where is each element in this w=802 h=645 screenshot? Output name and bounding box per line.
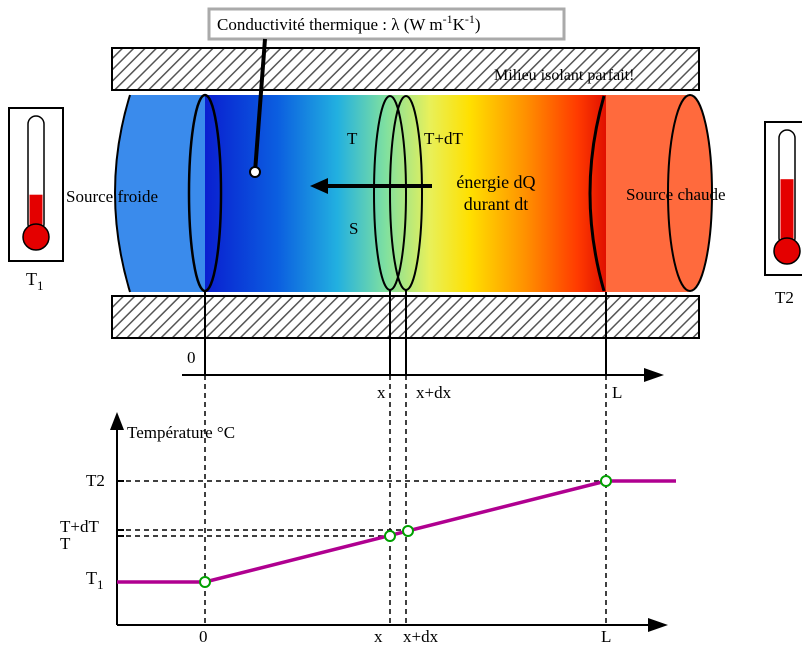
graph-x-dx-label: x+dx [403,627,439,645]
conductivity-label: Conductivité thermique : λ (W m-1K-1) [217,12,481,34]
thermometer-cold-label: T1 [26,269,44,293]
area-label: S [349,219,358,238]
graph-x-L-label: L [601,627,611,645]
slice-left-label: T [347,129,358,148]
profile-point-origin [199,576,211,588]
vertical-guide-lines [204,375,607,625]
hot-source-label: Source chaude [626,185,726,204]
position-axis-top [182,290,664,382]
temperature-profile-line [117,479,676,584]
profile-point-L [600,475,612,487]
graph-y-T-label: T [60,534,71,553]
graph-y-title: Température °C [127,423,235,442]
top-axis-L-label: L [612,383,622,402]
conductivity-point [249,166,261,178]
graph-x-origin-label: 0 [199,627,208,645]
profile-point-x [384,530,396,542]
cold-face-ellipse [187,93,223,293]
thermometer-hot-label: T2 [775,288,794,307]
slice-right-label: T+dT [424,129,463,148]
horizontal-guide-lines [117,480,606,537]
thermometer-cold [8,107,64,262]
energy-arrow-head [310,178,328,194]
insulator-label: Milieu isolant parfait! [494,67,634,84]
energy-label-line2: durant dt [464,194,529,214]
temperature-graph-axes [110,412,668,632]
profile-point-x-dx [402,525,414,537]
cold-source-cylinder [115,95,205,292]
energy-label-line1: énergie dQ [456,172,535,192]
graph-y-T1-label: T1 [86,568,104,592]
graph-x-x-label: x [374,627,383,645]
insulator-top [111,47,700,91]
conductivity-label-box [207,7,566,41]
top-axis-x-dx-label: x+dx [416,383,452,402]
top-axis-x-label: x [377,383,386,402]
cold-source-label: Source froide [66,187,158,206]
graph-y-T2-label: T2 [86,471,105,490]
thermometer-hot [764,121,802,276]
conductivity-pointer [253,38,267,173]
graph-y-TdT-label: T+dT [60,517,99,536]
top-axis-origin-label: 0 [187,348,196,367]
